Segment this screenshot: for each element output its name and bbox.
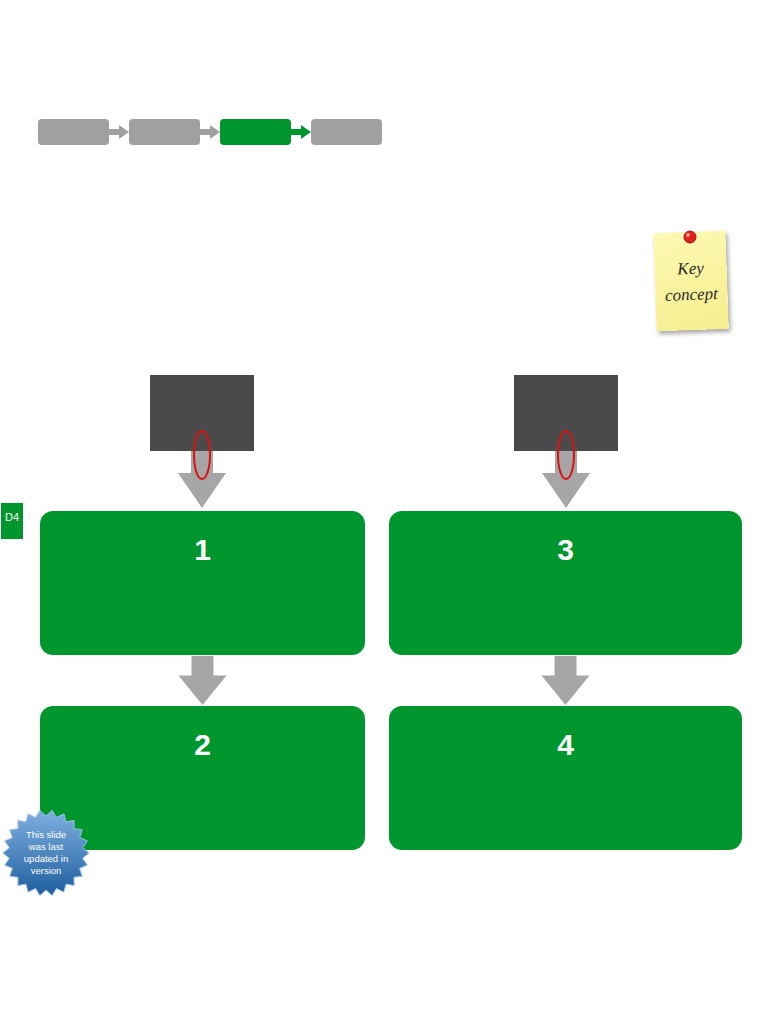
dark-box	[150, 375, 254, 451]
step-bar	[311, 119, 382, 145]
step-arrow	[291, 125, 311, 139]
step-number: 2	[40, 728, 365, 762]
step-number: 3	[389, 533, 742, 567]
step-bar-current	[220, 119, 291, 145]
red-ring	[558, 431, 574, 479]
process-box: 1	[40, 511, 365, 655]
tag-text: D4	[1, 503, 23, 531]
block-arrow-connector	[542, 656, 590, 705]
source-left	[150, 375, 254, 508]
version-starburst: This slide was last updated in version	[2, 808, 90, 898]
step-bar	[38, 119, 109, 145]
note-text: Key concept	[660, 255, 722, 310]
block-arrow-connector	[179, 656, 227, 705]
red-ring	[194, 431, 210, 479]
dark-box	[514, 375, 618, 451]
push-pin	[684, 231, 696, 243]
process-box: 3	[389, 511, 742, 655]
process-box: 2	[40, 706, 365, 850]
version-text: This slide was last updated in version	[20, 829, 72, 877]
step-number: 4	[389, 728, 742, 762]
step-bar	[129, 119, 200, 145]
process-box: 4	[389, 706, 742, 850]
step-arrow	[200, 125, 220, 139]
section-tag: D4	[1, 503, 23, 539]
starburst-outline	[3, 810, 89, 895]
breadcrumb	[38, 119, 382, 145]
pin-shine	[686, 233, 690, 237]
step-number: 1	[40, 533, 365, 567]
source-right	[514, 375, 618, 508]
sticky-note: Key concept	[653, 231, 728, 331]
step-arrow	[109, 125, 129, 139]
